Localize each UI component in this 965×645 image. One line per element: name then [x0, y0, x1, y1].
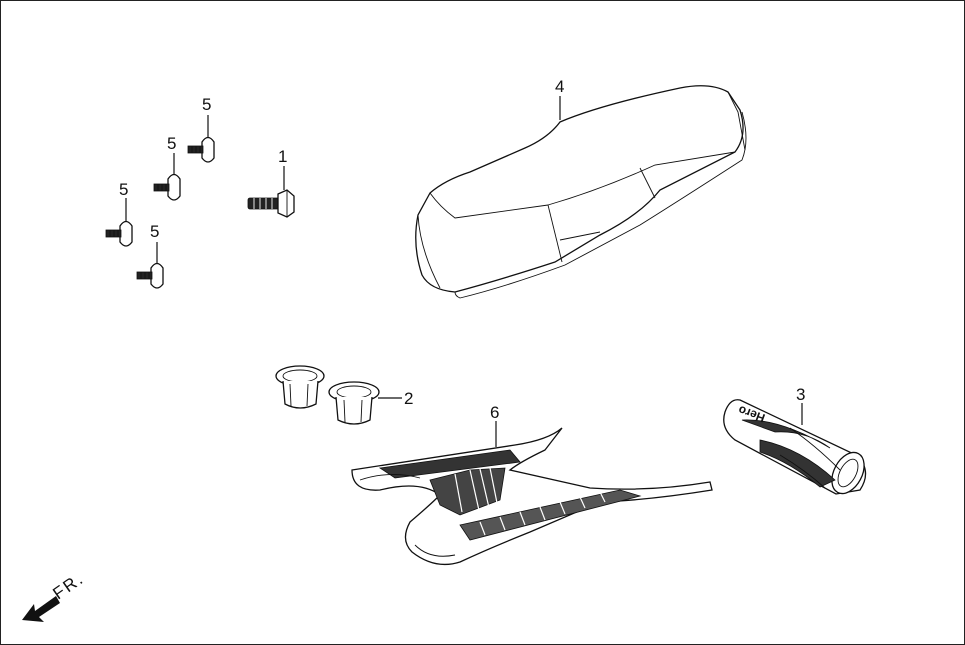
- grip: [723, 399, 867, 495]
- callout-5-b: 5: [167, 134, 176, 153]
- screw-a: [187, 115, 215, 163]
- seat: [415, 85, 747, 299]
- front-direction-arrow-icon: [22, 596, 60, 622]
- screw-c: [105, 198, 133, 247]
- callout-5-a: 5: [202, 95, 211, 114]
- screw-b: [153, 153, 181, 201]
- callout-5-c: 5: [119, 180, 128, 199]
- bolt: [247, 166, 295, 218]
- floor-mat: [351, 421, 713, 566]
- callout-4: 4: [555, 77, 564, 96]
- callout-6: 6: [490, 403, 499, 422]
- callout-3: 3: [796, 385, 805, 404]
- screw-d: [136, 242, 164, 289]
- callout-1: 1: [278, 147, 287, 166]
- callout-5-d: 5: [150, 222, 159, 241]
- callout-2: 2: [404, 389, 413, 408]
- grommets: [275, 365, 402, 425]
